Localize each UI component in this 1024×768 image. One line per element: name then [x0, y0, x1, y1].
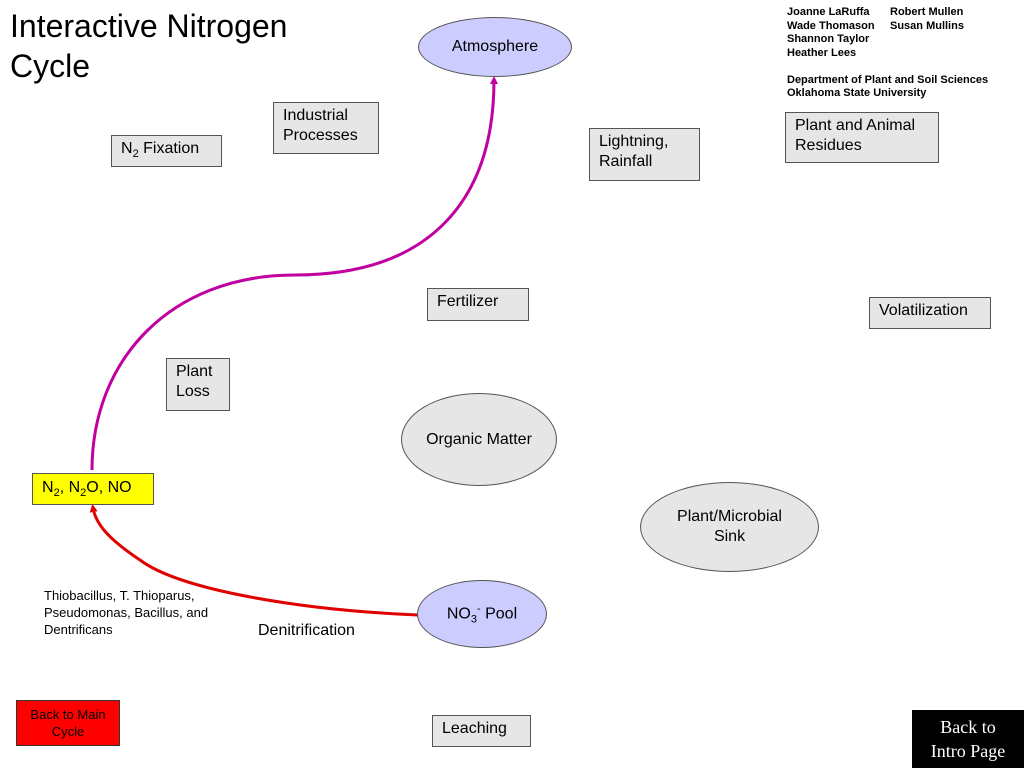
- arrow-denitrification: [89, 504, 419, 617]
- no3-pool-label: NO3- Pool: [446, 602, 518, 626]
- department: Department of Plant and Soil Sciences: [787, 73, 989, 86]
- credits-row: Joanne LaRuffa Robert Mullen: [787, 6, 1017, 20]
- bacteria-label: Thiobacillus, T. Thioparus, Pseudomonas,…: [44, 588, 209, 637]
- leaching-label: Leaching: [442, 720, 507, 737]
- plant-loss-label: Plant Loss: [176, 363, 213, 400]
- author-name: Susan Mullins: [890, 19, 964, 32]
- arrow-to-atmosphere: [90, 76, 498, 471]
- volatilization-label: Volatilization: [879, 302, 968, 319]
- fertilizer-label: Fertilizer: [437, 293, 499, 310]
- back-to-main-cycle-button[interactable]: Back to Main Cycle: [16, 700, 120, 746]
- volatilization-box[interactable]: Volatilization: [869, 297, 991, 329]
- sink-label: Plant/Microbial Sink: [677, 508, 782, 545]
- nitrogen-gases-box[interactable]: N2, N2O, NO: [32, 473, 154, 505]
- n2-fixation-label: N2 Fixation: [121, 140, 200, 161]
- plant-loss-box[interactable]: Plant Loss: [166, 358, 230, 411]
- author-name: Joanne LaRuffa: [787, 6, 870, 18]
- n2-fixation-box[interactable]: N2 Fixation: [111, 135, 222, 167]
- page-title: Interactive Nitrogen Cycle: [10, 8, 288, 84]
- nitrogen-gases-label: N2, N2O, NO: [42, 479, 132, 500]
- fertilizer-box[interactable]: Fertilizer: [427, 288, 529, 321]
- author-name: Wade Thomason: [787, 19, 875, 32]
- industrial-processes-label: Industrial Processes: [283, 107, 358, 144]
- lightning-rainfall-box[interactable]: Lightning, Rainfall: [589, 128, 700, 181]
- author-name: Robert Mullen: [890, 6, 964, 18]
- credits-block: Joanne LaRuffa Robert Mullen Wade Thomas…: [787, 6, 1017, 101]
- atmosphere-node[interactable]: Atmosphere: [418, 17, 572, 77]
- back-to-intro-page-button[interactable]: Back to Intro Page: [912, 710, 1024, 768]
- back-to-main-cycle-label: Back to Main Cycle: [30, 707, 106, 739]
- denitrification-label: Denitrification: [258, 622, 355, 639]
- lightning-rainfall-label: Lightning, Rainfall: [599, 133, 669, 170]
- atmosphere-label: Atmosphere: [451, 38, 539, 55]
- no3-pool-node[interactable]: NO3- Pool: [417, 580, 547, 648]
- university: Oklahoma State University: [787, 87, 927, 99]
- organic-matter-label: Organic Matter: [426, 430, 532, 448]
- author-name: Shannon Taylor: [787, 33, 870, 45]
- credits-row: Wade Thomason Susan Mullins: [787, 20, 1017, 34]
- leaching-box[interactable]: Leaching: [432, 715, 531, 747]
- industrial-processes-box[interactable]: Industrial Processes: [273, 102, 379, 154]
- residues-label: Plant and Animal Residues: [795, 117, 916, 154]
- plant-microbial-sink-node[interactable]: Plant/Microbial Sink: [640, 482, 819, 572]
- organic-matter-node[interactable]: Organic Matter: [401, 393, 557, 486]
- plant-animal-residues-box[interactable]: Plant and Animal Residues: [785, 112, 939, 163]
- back-to-intro-page-label: Back to Intro Page: [930, 717, 1006, 761]
- author-name: Heather Lees: [787, 46, 857, 59]
